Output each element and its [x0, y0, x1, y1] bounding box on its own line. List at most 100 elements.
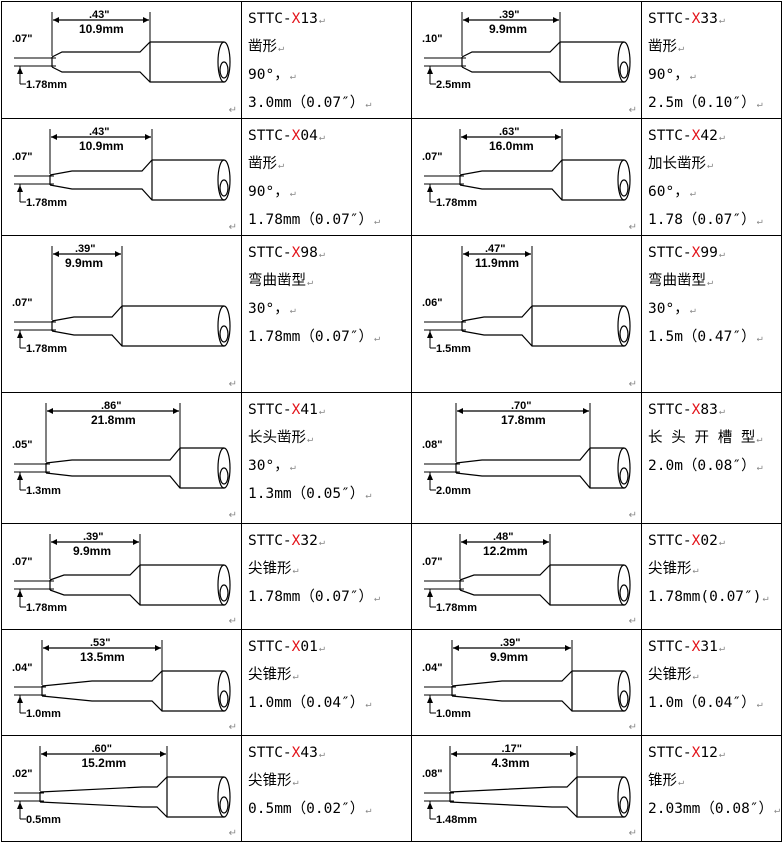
model-number: STTC-X32↵ — [248, 528, 411, 556]
return-mark: ↵ — [628, 828, 637, 839]
return-mark: ↵ — [707, 160, 714, 171]
spec-text: 尖锥形 — [648, 561, 692, 577]
return-mark: ↵ — [365, 99, 372, 110]
tip-drawing-cell: .39"9.9mm.04"1.0mm↵ — [411, 629, 642, 736]
return-mark: ↵ — [707, 277, 714, 288]
dim-length-inch: .17" — [502, 743, 523, 755]
model-suffix: 98 — [300, 245, 318, 261]
spec-line: 2.03mm（0.08″）↵ — [648, 796, 781, 824]
model-prefix: STTC- — [648, 11, 692, 27]
return-mark: ↵ — [774, 805, 781, 816]
tip-row: .60"15.2mm.02"0.5mm↵STTC-X43↵尖锥形↵0.5mm（0… — [1, 735, 782, 842]
dim-width-inch: .10" — [422, 33, 443, 45]
tip-spec-cell: STTC-X02↵ 尖锥形 ↵1.78mm(0.07″)↵ — [641, 523, 782, 630]
spec-line: 1.78（0.07″）↵ — [648, 207, 781, 235]
model-prefix: STTC- — [648, 245, 692, 261]
return-mark: ↵ — [689, 188, 696, 199]
spec-line: 1.3mm（0.05″）↵ — [248, 481, 411, 509]
spec-text: 3.0mm（0.07″） — [248, 95, 365, 111]
return-mark: ↵ — [228, 222, 237, 233]
spec-line: 尖锥形↵ — [248, 768, 411, 796]
tip-row: .39"9.9mm.07"1.78mm↵STTC-X32↵尖锥形↵1.78mm（… — [1, 523, 782, 630]
dim-width-inch: .02" — [12, 768, 33, 780]
dim-width-mm: 1.78mm — [26, 343, 67, 355]
spec-text: 90°， — [248, 67, 289, 83]
dim-length-mm: 12.2mm — [483, 544, 528, 558]
dim-width-mm: 1.78mm — [26, 602, 67, 614]
return-mark: ↵ — [718, 249, 725, 260]
dim-length-mm: 21.8mm — [91, 413, 136, 427]
dim-width-inch: .04" — [12, 662, 33, 674]
model-suffix: 04 — [300, 128, 318, 144]
spec-text: 30°， — [248, 301, 289, 317]
spec-text: 1.3mm（0.05″） — [248, 486, 365, 502]
model-prefix: STTC- — [648, 533, 692, 549]
return-mark: ↵ — [678, 777, 685, 788]
spec-line: 3.0mm（0.07″）↵ — [248, 90, 411, 118]
tip-outline — [461, 305, 631, 347]
return-mark: ↵ — [365, 699, 372, 710]
model-variant-letter: X — [691, 402, 701, 418]
spec-text: 90°， — [248, 184, 289, 200]
dim-length-mm: 16.0mm — [489, 139, 534, 153]
model-number: STTC-X02↵ — [648, 528, 781, 556]
model-variant-letter: X — [291, 128, 301, 144]
dim-length-inch: .86" — [101, 400, 122, 412]
model-variant-letter: X — [291, 533, 301, 549]
spec-line: 2.0m（0.08″）↵ — [648, 453, 781, 481]
return-mark: ↵ — [756, 699, 763, 710]
dim-length-mm: 15.2mm — [82, 756, 127, 770]
tip-drawing: .39"9.9mm.07"1.78mm — [12, 531, 231, 614]
model-variant-letter: X — [291, 11, 301, 27]
tip-spec-cell: STTC-X31↵尖锥形↵1.0m（0.04″）↵ — [641, 629, 782, 736]
return-mark: ↵ — [289, 305, 296, 316]
return-mark: ↵ — [365, 490, 372, 501]
dim-width-mm: 1.78mm — [26, 197, 67, 209]
return-mark: ↵ — [292, 565, 299, 576]
spec-line: 凿形↵ — [248, 151, 411, 179]
model-suffix: 33 — [700, 11, 718, 27]
spec-line: 1.78mm(0.07″)↵ — [648, 584, 781, 612]
dim-length-inch: .43" — [89, 9, 110, 21]
tip-outline — [45, 447, 231, 489]
spec-text: 尖锥形 — [248, 773, 292, 789]
tip-drawing: .86"21.8mm.05"1.3mm — [12, 400, 231, 497]
dim-length-mm: 10.9mm — [79, 139, 124, 153]
tip-drawing: .43"10.9mm.07"1.78mm — [12, 9, 231, 91]
return-mark: ↵ — [307, 434, 314, 445]
spec-line: 弯曲凿型↵ — [248, 268, 411, 296]
model-number: STTC-X01↵ — [248, 634, 411, 662]
model-number: STTC-X43↵ — [248, 740, 411, 768]
tip-drawing: .70"17.8mm.08"2.0mm — [422, 400, 631, 497]
spec-text: 1.78mm（0.07″） — [248, 212, 374, 228]
dim-width-inch: .07" — [12, 33, 33, 45]
spec-text: 尖锥形 — [248, 561, 292, 577]
tip-outline — [455, 447, 631, 489]
tip-drawing-cell: .39"9.9mm.10"2.5mm↵ — [411, 1, 642, 119]
tip-drawing: .53"13.5mm.04"1.0mm — [12, 637, 231, 720]
model-variant-letter: X — [691, 11, 701, 27]
return-mark: ↵ — [718, 406, 725, 417]
return-mark: ↵ — [689, 71, 696, 82]
tip-drawing-cell: .43"10.9mm.07"1.78mm↵ — [1, 118, 242, 236]
dim-width-inch: .05" — [12, 439, 33, 451]
tip-spec-cell: STTC-X42↵加长凿形↵60°，↵1.78（0.07″）↵ — [641, 118, 782, 236]
tip-spec-cell: STTC-X43↵尖锥形↵0.5mm（0.02″）↵ — [241, 735, 412, 842]
spec-text: 1.78（0.07″） — [648, 212, 756, 228]
spec-text: 尖锥形 — [648, 667, 692, 683]
return-mark: ↵ — [228, 828, 237, 839]
return-mark: ↵ — [762, 593, 769, 604]
spec-line: 60°，↵ — [648, 179, 781, 207]
tip-drawing: .47"11.9mm.06"1.5mm — [422, 243, 631, 355]
model-suffix: 01 — [300, 639, 318, 655]
return-mark: ↵ — [318, 643, 325, 654]
model-suffix: 31 — [700, 639, 718, 655]
model-suffix: 12 — [700, 745, 718, 761]
tip-outline — [51, 41, 231, 83]
return-mark: ↵ — [292, 777, 299, 788]
tip-outline — [49, 159, 231, 201]
return-mark: ↵ — [718, 643, 725, 654]
tip-row: .43"10.9mm.07"1.78mm↵STTC-X13↵凿形↵90°，↵3.… — [1, 1, 782, 119]
dim-length-inch: .43" — [89, 126, 110, 138]
return-mark: ↵ — [628, 722, 637, 733]
